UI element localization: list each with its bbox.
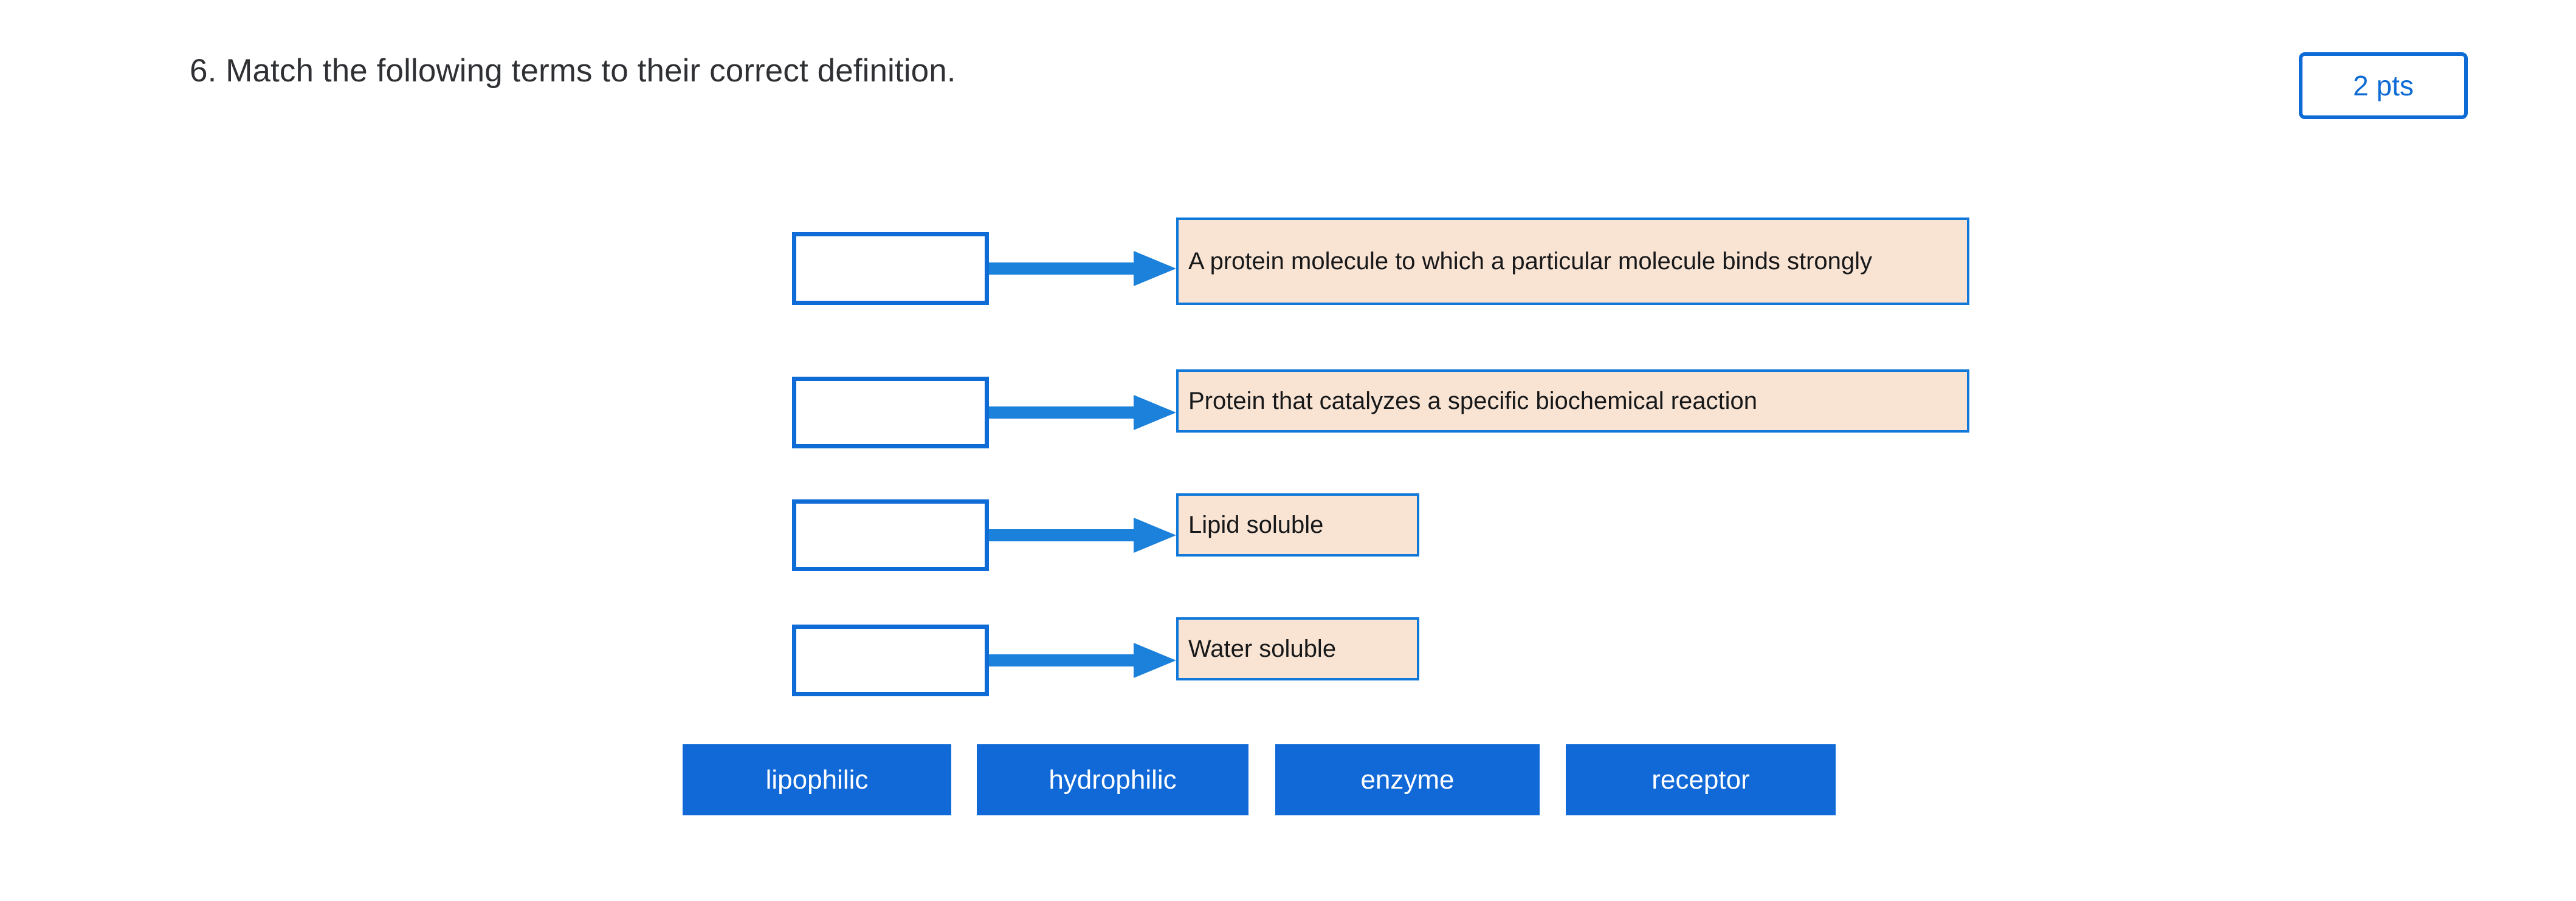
definition-box-1: A protein molecule to which a particular… xyxy=(1176,218,1969,305)
answer-dropzone-1[interactable] xyxy=(792,232,989,305)
term-option-lipophilic[interactable]: lipophilic xyxy=(683,744,951,815)
definition-box-2: Protein that catalyzes a specific bioche… xyxy=(1176,369,1969,433)
definition-text: A protein molecule to which a particular… xyxy=(1188,247,1873,275)
definition-text: Lipid soluble xyxy=(1188,511,1324,538)
status-badge: 2 pts xyxy=(2299,52,2468,119)
arrow-right-icon xyxy=(989,394,1177,431)
definition-text: Protein that catalyzes a specific bioche… xyxy=(1188,387,1758,414)
arrow-right-icon xyxy=(989,642,1177,679)
arrow-right-icon xyxy=(989,516,1177,554)
term-option-receptor[interactable]: receptor xyxy=(1566,744,1836,815)
definition-text: Water soluble xyxy=(1188,635,1337,662)
term-option-hydrophilic[interactable]: hydrophilic xyxy=(977,744,1248,815)
arrow-right-icon xyxy=(989,250,1177,287)
answer-dropzone-2[interactable] xyxy=(792,377,989,448)
definition-box-4: Water soluble xyxy=(1176,617,1419,680)
definition-box-3: Lipid soluble xyxy=(1176,493,1419,557)
points-label: 2 pts xyxy=(2353,70,2414,101)
term-option-enzyme[interactable]: enzyme xyxy=(1275,744,1540,815)
answer-dropzone-3[interactable] xyxy=(792,499,989,571)
answer-dropzone-4[interactable] xyxy=(792,625,989,696)
page-title: 6. Match the following terms to their co… xyxy=(190,53,956,89)
